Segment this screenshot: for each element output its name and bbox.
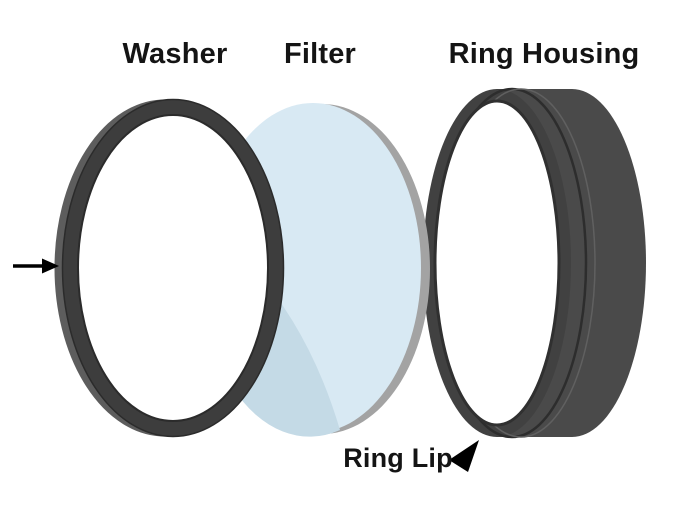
housing-lip-edge <box>433 99 561 427</box>
ring-housing-label: Ring Housing <box>448 38 640 70</box>
housing-opening <box>435 101 559 425</box>
washer-inner-contour <box>77 114 269 422</box>
washer-outer-contour <box>61 98 285 438</box>
ring-housing <box>423 87 646 439</box>
washer-face <box>62 99 284 437</box>
washer-ring <box>54 98 285 438</box>
filter-label: Filter <box>283 38 357 70</box>
insertion-direction-arrow-icon <box>13 258 59 274</box>
washer-label: Washer <box>122 38 228 70</box>
ring-lip-pointer-icon <box>449 440 479 472</box>
arrow-head <box>42 258 59 274</box>
ring-lip-label: Ring Lip <box>343 443 453 473</box>
